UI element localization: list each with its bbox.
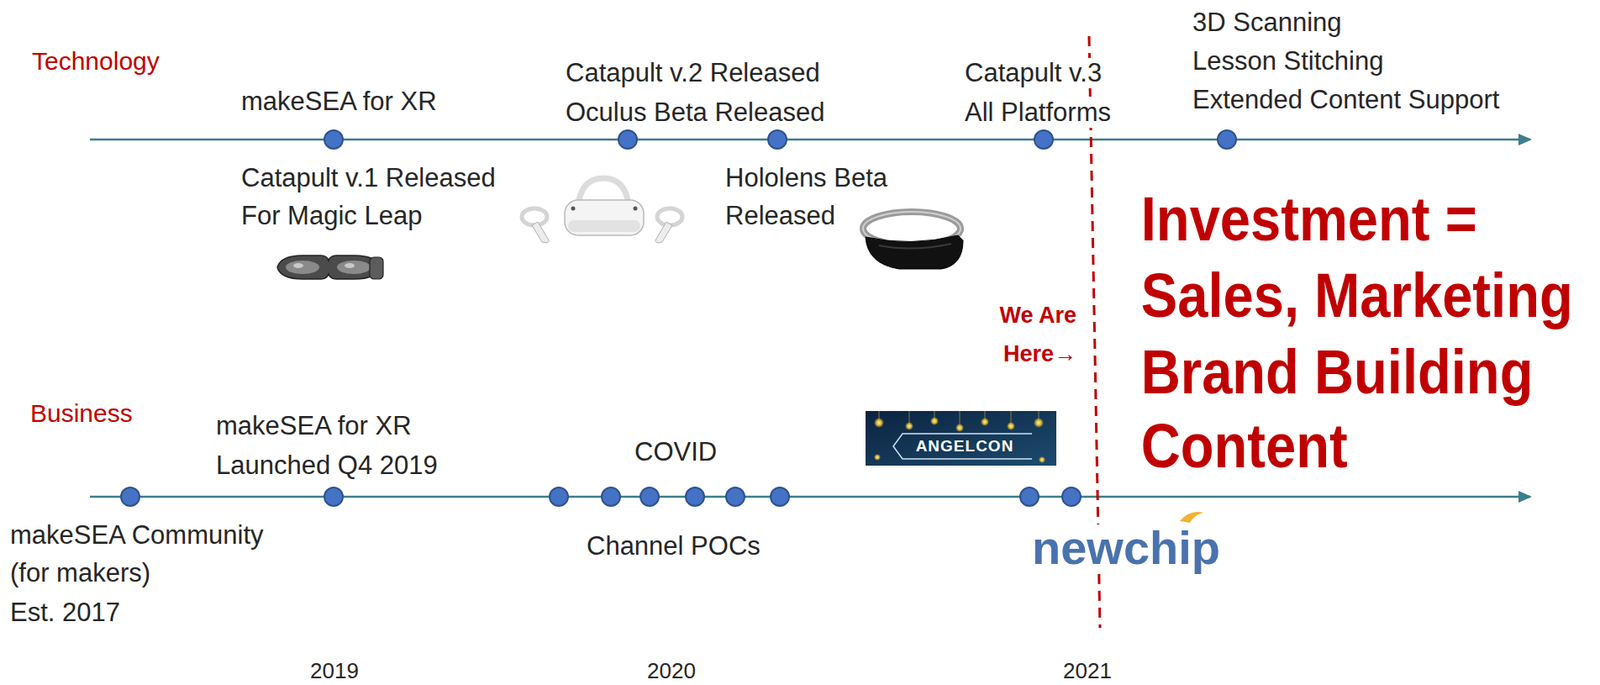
magic-leap-icon (277, 255, 384, 279)
investment-heading: Brand Building (1139, 341, 1535, 404)
milestone-text: Catapult v.1 Released (239, 163, 498, 194)
here-callout: Here→ (1001, 341, 1079, 368)
milestone-text: makeSEA for XR (214, 410, 414, 442)
angelcon-logo (865, 410, 1057, 466)
milestone-text: makeSEA for XR (239, 86, 439, 117)
milestone-text: Channel POCs (584, 531, 763, 562)
investment-heading: Sales, Marketing (1139, 264, 1574, 327)
milestone-text: All Platforms (963, 97, 1113, 128)
milestone-text: Extended Content Support (1190, 84, 1501, 116)
timeline-axis (89, 495, 1531, 499)
year-label: 2021 (1061, 659, 1114, 682)
milestone-text: Hololens Beta (723, 163, 890, 194)
logo-text: ANGELCON (914, 436, 1016, 456)
oculus-icon (521, 178, 683, 243)
logo-text: newchip (1030, 524, 1222, 572)
milestone-text: Launched Q4 2019 (214, 450, 440, 481)
row-title: Technology (30, 47, 162, 77)
milestone-text: COVID (632, 436, 719, 468)
year-label: 2019 (308, 659, 361, 682)
milestone-text: makeSEA Community (8, 520, 266, 551)
investment-heading: Investment = (1139, 188, 1479, 251)
year-label: 2020 (645, 659, 698, 682)
milestone-text: Catapult v.3 (963, 57, 1104, 89)
here-callout: We Are (997, 302, 1079, 329)
milestone-text: Oculus Beta Released (563, 97, 827, 128)
timeline-axis (89, 138, 1531, 142)
timeline-dots (324, 130, 1237, 149)
milestone-text: Catapult v.2 Released (563, 57, 822, 89)
milestone-text: Est. 2017 (8, 597, 122, 628)
milestone-text: (for makers) (8, 557, 153, 589)
timeline-dots (121, 487, 1081, 506)
hololens-icon (863, 211, 964, 269)
investment-heading: Content (1139, 415, 1349, 478)
milestone-text: For Magic Leap (239, 200, 424, 232)
milestone-text: Lesson Stitching (1190, 46, 1385, 77)
newchip-accent (1179, 511, 1204, 523)
milestone-text: Released (723, 200, 837, 232)
milestone-text: 3D Scanning (1190, 7, 1344, 38)
row-title: Business (28, 399, 135, 429)
